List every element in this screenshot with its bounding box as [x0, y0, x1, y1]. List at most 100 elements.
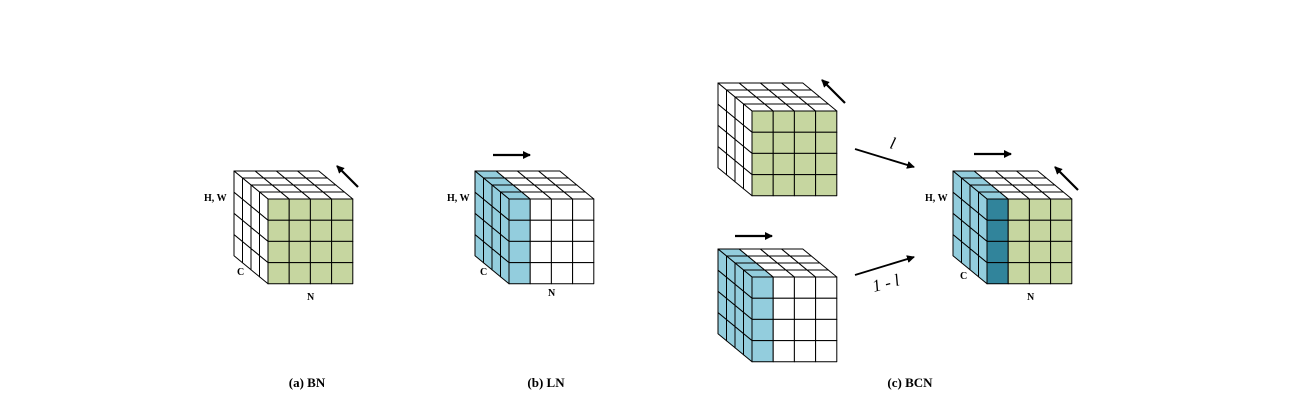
cube-front-cell [986, 240, 1009, 264]
cube-front-cell [508, 262, 531, 285]
cube-front-cell [772, 152, 795, 176]
cube-front-cell [267, 198, 290, 221]
cube-front-cell [793, 318, 817, 342]
cube-front-cell [1050, 219, 1073, 242]
cube-front-cell [550, 262, 574, 285]
ln-axis-n-label: N [548, 288, 556, 299]
cube-front-cell [331, 219, 354, 242]
cube-front-cell [572, 198, 595, 221]
cube-front-cell [309, 219, 333, 242]
cube-front-cell [1007, 240, 1030, 264]
cube-front-cell [751, 174, 774, 197]
weight-top-label: l [888, 134, 898, 154]
cube-front-cell [772, 174, 795, 197]
cube-front-cell [772, 318, 795, 342]
cube-front-cell [1050, 240, 1073, 264]
cube-front-cell [815, 276, 838, 299]
cube-front-cell [772, 297, 795, 320]
cube-front-cell [508, 198, 531, 221]
cube-front-cell [1028, 262, 1052, 285]
ln-axis-hw-label: H, W [447, 193, 470, 204]
bcn-axis-hw-label: H, W [925, 193, 948, 204]
weight-bottom-arrow [854, 255, 915, 276]
cube-front-cell [288, 262, 311, 285]
cube-front-cell [793, 276, 817, 299]
cube-front-cell [309, 262, 333, 285]
cube-front-cell [793, 131, 817, 154]
cube-front-cell [815, 340, 838, 363]
bcn-output-cube [952, 170, 1073, 285]
cube-front-cell [529, 198, 552, 221]
cube-front-cell [288, 240, 311, 264]
cube-front-cell [1050, 262, 1073, 285]
cube-front-cell [529, 262, 552, 285]
cube-front-cell [508, 219, 531, 242]
weight-bottom-label: 1 - l [870, 270, 902, 296]
cube-front-cell [751, 131, 774, 154]
cube-front-cell [1007, 262, 1030, 285]
cube-front-cell [1028, 240, 1052, 264]
cube-front-cell [815, 110, 838, 133]
cube-front-cell [986, 198, 1009, 221]
cube-front-cell [267, 262, 290, 285]
cube-front-cell [508, 240, 531, 264]
ln-cube [474, 170, 595, 285]
cube-front-cell [572, 219, 595, 242]
cube-front-cell [331, 240, 354, 264]
cube-front-cell [309, 240, 333, 264]
cube-front-cell [793, 152, 817, 176]
cube-front-cell [331, 198, 354, 221]
cube-front-cell [1050, 198, 1073, 221]
cube-front-cell [793, 340, 817, 363]
bn-cube [233, 170, 354, 285]
weight-top-arrow [854, 148, 915, 169]
cube-front-cell [793, 110, 817, 133]
cube-front-cell [986, 219, 1009, 242]
cube-front-cell [751, 276, 774, 299]
cube-front-cell [793, 174, 817, 197]
bn-direction-arrow [336, 165, 359, 188]
bcn-caption: (c) BCN [887, 375, 933, 390]
cube-front-cell [309, 198, 333, 221]
cube-front-cell [550, 240, 574, 264]
cube-front-cell [550, 198, 574, 221]
bcn-out-batch-arrow [1054, 166, 1079, 191]
bcn-input-bn-cube [717, 82, 838, 197]
cube-front-cell [815, 174, 838, 197]
cube-front-cell [288, 219, 311, 242]
cube-front-cell [288, 198, 311, 221]
cube-front-cell [751, 318, 774, 342]
bcn-axis-n-label: N [1027, 292, 1035, 303]
ln-caption: (b) LN [527, 375, 565, 390]
cube-front-cell [751, 297, 774, 320]
cube-front-cell [529, 219, 552, 242]
cube-front-cell [815, 152, 838, 176]
bcn-axis-c-label: C [960, 271, 967, 282]
bcn-input-ln-cube [717, 248, 838, 363]
cube-front-cell [815, 131, 838, 154]
cube-front-cell [572, 262, 595, 285]
cube-front-cell [772, 110, 795, 133]
cube-front-cell [1007, 198, 1030, 221]
cube-front-cell [1007, 219, 1030, 242]
cube-front-cell [1028, 219, 1052, 242]
cube-front-cell [1028, 198, 1052, 221]
cube-front-cell [751, 110, 774, 133]
cube-front-cell [751, 152, 774, 176]
cube-front-cell [529, 240, 552, 264]
cube-front-cell [772, 131, 795, 154]
cube-front-cell [267, 219, 290, 242]
cube-front-cell [751, 340, 774, 363]
bn-caption: (a) BN [289, 375, 326, 390]
cube-front-cell [772, 340, 795, 363]
bn-axis-hw-label: H, W [204, 193, 227, 204]
cube-front-cell [772, 276, 795, 299]
cube-front-cell [986, 262, 1009, 285]
cube-front-cell [267, 240, 290, 264]
cube-front-cell [572, 240, 595, 264]
cube-front-cell [815, 297, 838, 320]
cube-front-cell [815, 318, 838, 342]
cube-front-cell [550, 219, 574, 242]
ln-axis-c-label: C [480, 267, 487, 278]
bn-axis-n-label: N [307, 292, 315, 303]
